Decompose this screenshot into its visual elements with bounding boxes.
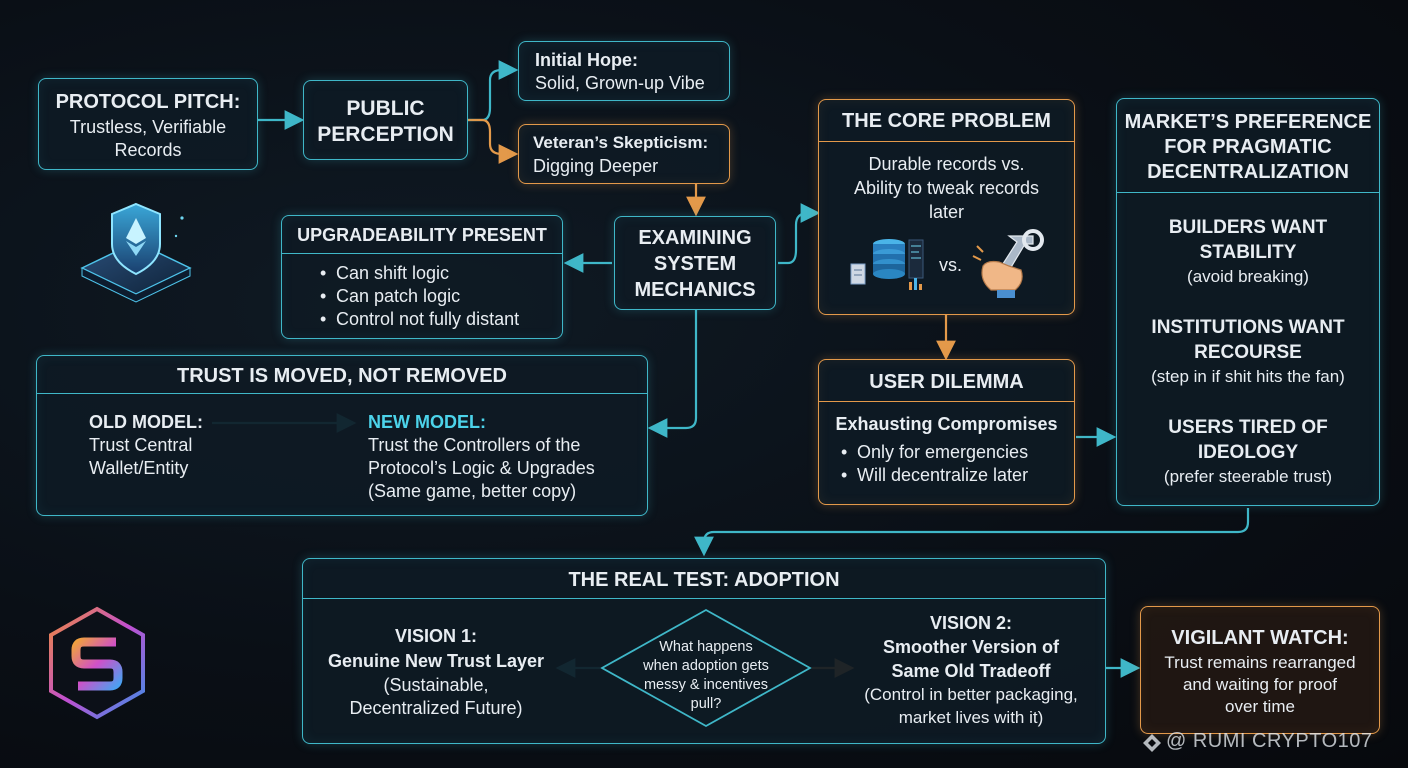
adoption-question-diamond: What happens when adoption gets messy & … — [600, 608, 812, 728]
vision2-title-3: Same Old Tradeoff — [891, 661, 1051, 681]
old-model-body-1: Trust Central — [89, 435, 193, 455]
vision1-note-2: Decentralized Future) — [349, 698, 523, 718]
protocol-pitch-body-2: Records — [114, 140, 182, 160]
initial-hope-body: Solid, Grown-up Vibe — [535, 73, 705, 93]
question-line-2: when adoption gets — [643, 658, 769, 674]
protocol-pitch-title: PROTOCOL PITCH: — [55, 91, 241, 113]
vigilant-watch-box: VIGILANT WATCH: Trust remains rearranged… — [1140, 606, 1380, 734]
institutions-note: (step in if shit hits the fan) — [1151, 367, 1345, 386]
real-test-title: THE REAL TEST: ADOPTION — [568, 569, 840, 591]
core-problem-body-2: Ability to tweak records — [853, 178, 1040, 198]
public-perception-box: PUBLIC PERCEPTION — [303, 80, 468, 160]
arrow-examining-trust — [647, 310, 698, 438]
vision1-title-2: Genuine New Trust Layer — [327, 651, 545, 671]
new-model-body-3: (Same game, better copy) — [368, 481, 577, 501]
users-title-1: USERS TIRED OF — [1168, 417, 1328, 438]
protocol-pitch-body-1: Trustless, Verifiable — [69, 117, 227, 137]
veterans-skepticism-body: Digging Deeper — [533, 156, 659, 176]
old-model-body-2: Wallet/Entity — [89, 458, 189, 478]
vigilant-body-1: Trust remains rearranged — [1164, 653, 1356, 672]
vigilant-title: VIGILANT WATCH: — [1171, 627, 1349, 649]
upgradeability-bullet: Can shift logic — [318, 262, 519, 285]
vigilant-body-3: over time — [1225, 697, 1295, 716]
protocol-pitch-box: PROTOCOL PITCH: Trustless, Verifiable Re… — [38, 78, 258, 170]
diamond-logo-icon — [1142, 733, 1162, 753]
upgradeability-title: UPGRADEABILITY PRESENT — [297, 225, 547, 245]
core-problem-header: THE CORE PROBLEM — [819, 100, 1074, 142]
core-problem-body-3: later — [928, 202, 964, 222]
question-line-4: pull? — [690, 696, 722, 712]
examining-mechanics-box: EXAMINING SYSTEM MECHANICS — [614, 216, 776, 310]
core-problem-vs: vs. — [939, 255, 963, 275]
arrow-examining-core — [778, 203, 821, 265]
hexagon-s-logo-icon — [46, 606, 148, 720]
user-dilemma-bullet: Only for emergencies — [839, 441, 1028, 464]
arrow-perception-skepticism — [468, 118, 519, 164]
vigilant-body-2: and waiting for proof — [1182, 675, 1338, 694]
market-preference-box: MARKET’S PREFERENCE FOR PRAGMATIC DECENT… — [1116, 98, 1380, 506]
core-problem-title: THE CORE PROBLEM — [842, 110, 1051, 132]
upgradeability-header: UPGRADEABILITY PRESENT — [282, 216, 562, 254]
vision2-note-1: (Control in better packaging, — [864, 685, 1078, 704]
user-dilemma-bullet: Will decentralize later — [839, 464, 1028, 487]
trust-moved-box: TRUST IS MOVED, NOT REMOVED OLD MODEL: T… — [36, 355, 648, 516]
vision2-note-2: market lives with it) — [898, 708, 1044, 727]
builders-title-1: BUILDERS WANT — [1168, 217, 1328, 238]
upgradeability-list: Can shift logic Can patch logic Control … — [318, 262, 519, 331]
watermark-text: @ RUMI CRYPTO107 — [1166, 730, 1373, 752]
initial-hope-title: Initial Hope: — [535, 50, 638, 70]
vision1-note-1: (Sustainable, — [383, 675, 489, 695]
arrow-market-realtest — [694, 508, 1250, 557]
public-perception-title-2: PERCEPTION — [317, 123, 454, 146]
users-title-2: IDEOLOGY — [1197, 442, 1299, 463]
old-model-label: OLD MODEL: — [89, 412, 203, 432]
initial-hope-box: Initial Hope: Solid, Grown-up Vibe — [518, 41, 730, 101]
wrench-hand-icon — [969, 226, 1045, 298]
examining-title-3: MECHANICS — [634, 279, 756, 301]
vision2-title-1: VISION 2: — [929, 613, 1013, 633]
market-title-2: FOR PRAGMATIC — [1164, 136, 1332, 158]
user-dilemma-box: USER DILEMMA Exhausting Compromises Only… — [818, 359, 1075, 505]
vision1-title-1: VISION 1: — [394, 626, 478, 646]
question-line-1: What happens — [659, 639, 753, 655]
market-title-3: DECENTRALIZATION — [1147, 161, 1349, 183]
veterans-skepticism-title: Veteran’s Skepticism: — [533, 133, 709, 152]
builders-title-2: STABILITY — [1199, 242, 1297, 263]
market-preference-header: MARKET’S PREFERENCE FOR PRAGMATIC DECENT… — [1117, 99, 1379, 193]
core-problem-box: THE CORE PROBLEM Durable records vs. Abi… — [818, 99, 1075, 315]
builders-note: (avoid breaking) — [1187, 267, 1309, 286]
user-dilemma-header: USER DILEMMA — [819, 360, 1074, 402]
user-dilemma-title: USER DILEMMA — [869, 371, 1024, 393]
upgradeability-bullet: Can patch logic — [318, 285, 519, 308]
user-dilemma-list: Only for emergencies Will decentralize l… — [839, 441, 1028, 487]
database-server-icon — [849, 230, 927, 296]
user-dilemma-subtitle: Exhausting Compromises — [835, 414, 1058, 434]
upgradeability-bullet: Control not fully distant — [318, 308, 519, 331]
examining-title-1: EXAMINING — [638, 227, 752, 249]
institutions-title-2: RECOURSE — [1194, 342, 1302, 363]
real-test-header: THE REAL TEST: ADOPTION — [303, 559, 1105, 599]
new-model-body-1: Trust the Controllers of the — [368, 435, 581, 455]
arrow-perception-hope — [468, 60, 519, 122]
institutions-title-1: INSTITUTIONS WANT — [1151, 317, 1345, 338]
veterans-skepticism-box: Veteran’s Skepticism: Digging Deeper — [518, 124, 730, 184]
trust-moved-title: TRUST IS MOVED, NOT REMOVED — [176, 365, 508, 387]
new-model-body-2: Protocol’s Logic & Upgrades — [368, 458, 595, 478]
users-note: (prefer steerable trust) — [1163, 467, 1333, 486]
upgradeability-box: UPGRADEABILITY PRESENT Can shift logic C… — [281, 215, 563, 339]
question-line-3: messy & incentives — [643, 677, 769, 693]
shield-ethereum-icon — [76, 196, 196, 308]
market-title-1: MARKET’S PREFERENCE — [1124, 111, 1372, 133]
public-perception-title-1: PUBLIC — [346, 97, 425, 120]
core-problem-body-1: Durable records vs. — [868, 154, 1025, 174]
examining-title-2: SYSTEM — [653, 253, 737, 275]
vision2-title-2: Smoother Version of — [882, 637, 1060, 657]
trust-moved-header: TRUST IS MOVED, NOT REMOVED — [37, 356, 647, 394]
new-model-label: NEW MODEL: — [368, 412, 486, 432]
